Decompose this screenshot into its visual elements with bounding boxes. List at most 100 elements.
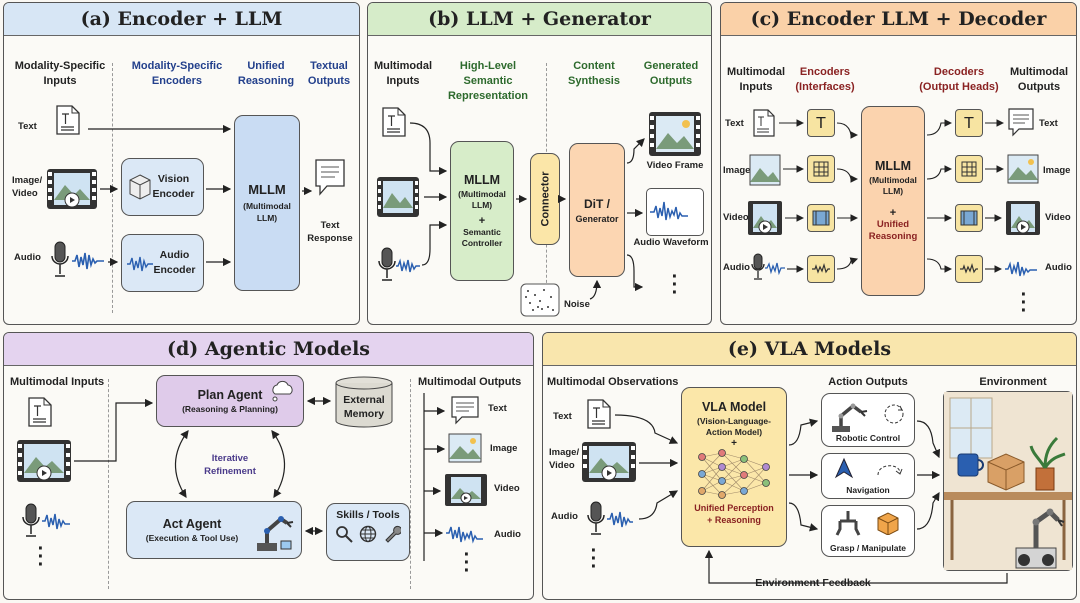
encoder-image-tile [807,155,835,183]
mllm-box: MLLM (Multimodal LLM) [234,115,300,291]
row-label-video: Video [723,212,749,223]
col-label-inputs: Modality-Specific Inputs [14,60,106,87]
connector-label: Connector [539,171,551,227]
panel-d-title: (d) Agentic Models [4,333,533,366]
col-label-actions: Action Outputs [828,376,908,388]
panel-c-title: (c) Encoder LLM + Decoder [721,3,1076,36]
grid-icon [813,161,829,177]
generator-label: Generator [575,213,619,224]
out-video-label: Video [494,483,520,494]
cube-icon [129,174,151,200]
search-icon [336,526,353,543]
external-memory-label: External Memory [343,394,385,421]
waveform-icon [607,511,633,528]
text-response-label: Text Response [307,220,353,244]
row-label-text: Text [725,118,744,129]
box-icon [877,512,899,535]
rotate-arrow-icon [884,404,904,424]
plan-agent-box: Plan Agent (Reasoning & Planning) [156,375,304,427]
dit-generator-box: DiT / Generator [569,143,625,277]
thought-cloud-icon [272,380,293,402]
act-agent-box: Act Agent (Execution & Tool Use) [126,501,302,559]
document-icon [382,107,406,137]
encoder-text-tile: T [807,109,835,137]
panel-b-title: (b) LLM + Generator [368,3,711,36]
audio-waveform-label: Audio Waveform [633,237,709,248]
encoder-video-tile [807,204,835,232]
col-label-outputs: Generated Outputs [643,60,699,87]
speech-bubble-icon [451,396,479,425]
image-icon [448,433,482,463]
mllm-sublabel: (Multimodal LLM) [869,174,917,196]
microphone-icon [378,247,396,281]
decoder-text-tile: T [955,109,983,137]
curved-arrow-icon [877,465,903,476]
col-label-outputs: Multimodal Outputs [418,376,522,388]
document-icon [56,105,80,135]
col-label-inputs: Multimodal Inputs [726,66,786,93]
image-icon [749,154,781,186]
out-audio-label: Audio [1045,262,1072,273]
row-label-image-video: Image/ Video [549,447,580,471]
video-icon [17,440,71,482]
row-label-image-video: Image/ Video [12,175,43,199]
audio-waveform-box [646,188,704,236]
film-icon [812,210,830,226]
plan-agent-label: Plan Agent [197,388,263,402]
speech-bubble-icon [1008,108,1034,137]
encoder-audio-tile [807,255,835,283]
out-image-label: Image [1043,165,1071,176]
waveform-icon [396,258,420,273]
mllm-box: MLLM (Multimodal LLM) + Unified Reasonin… [861,106,925,296]
decoder-audio-tile [955,255,983,283]
video-icon [445,474,487,506]
panel-encoder-llm: (a) Encoder + LLM Modality-Specific Inpu… [3,2,360,325]
navigation-arrow-icon [834,457,854,479]
col-label-reasoning: Unified Reasoning [237,60,295,87]
skills-tools-label: Skills / Tools [336,509,400,521]
col-label-outputs: Textual Outputs [307,60,351,87]
grasp-manipulate-box: Grasp / Manipulate [821,505,915,557]
database-icon [335,376,393,428]
col-label-decoders: Decoders (Output Heads) [919,66,999,93]
vision-encoder-label: Vision Encoder [152,173,195,200]
microphone-icon [587,501,605,535]
panel-vla-models: (e) VLA Models Multimodal Observations A… [542,332,1077,600]
col-label-inputs: Multimodal Inputs [373,60,433,87]
skills-tools-box: Skills / Tools [326,503,410,561]
document-icon [28,397,52,427]
col-label-inputs: Multimodal Inputs [10,376,105,388]
robot-arm-icon [257,516,294,551]
microphone-icon [51,241,69,277]
vla-model-label: VLA Model [701,400,767,414]
grasp-manipulate-label: Grasp / Manipulate [829,543,907,553]
plus-sign: + [731,438,737,450]
grid-icon [961,161,977,177]
video-icon [47,169,97,209]
act-agent-sublabel: (Execution & Tool Use) [145,533,239,543]
divider [112,63,113,313]
ellipsis: ··· [1020,284,1028,322]
ellipsis: ··· [37,538,45,576]
video-icon [582,442,636,482]
out-text-label: Text [488,403,507,414]
panel-agentic-models: (d) Agentic Models Multimodal Inputs Mul… [3,332,534,600]
audio-encoder-box: Audio Encoder [121,234,204,292]
plus-sign: + [478,214,486,227]
out-image-label: Image [490,443,518,454]
neural-network-icon [698,449,770,499]
video-icon [377,177,419,217]
globe-icon [359,525,377,543]
unified-label: Unified Reasoning [868,218,918,243]
video-frame-label: Video Frame [646,160,704,171]
waveform-icon [650,201,688,221]
col-label-semantic: High-Level Semantic Representation [447,60,529,102]
decoder-image-tile [955,155,983,183]
decoder-video-tile [955,204,983,232]
divider [410,379,411,589]
mllm-controller-box: MLLM (Multimodal LLM) + Semantic Control… [450,141,514,281]
controller-label: Semantic Controller [461,226,503,248]
waveform-icon [960,262,978,274]
iterative-refinement-label: Iterative Refinement [204,453,256,477]
waveform-icon [72,252,104,270]
